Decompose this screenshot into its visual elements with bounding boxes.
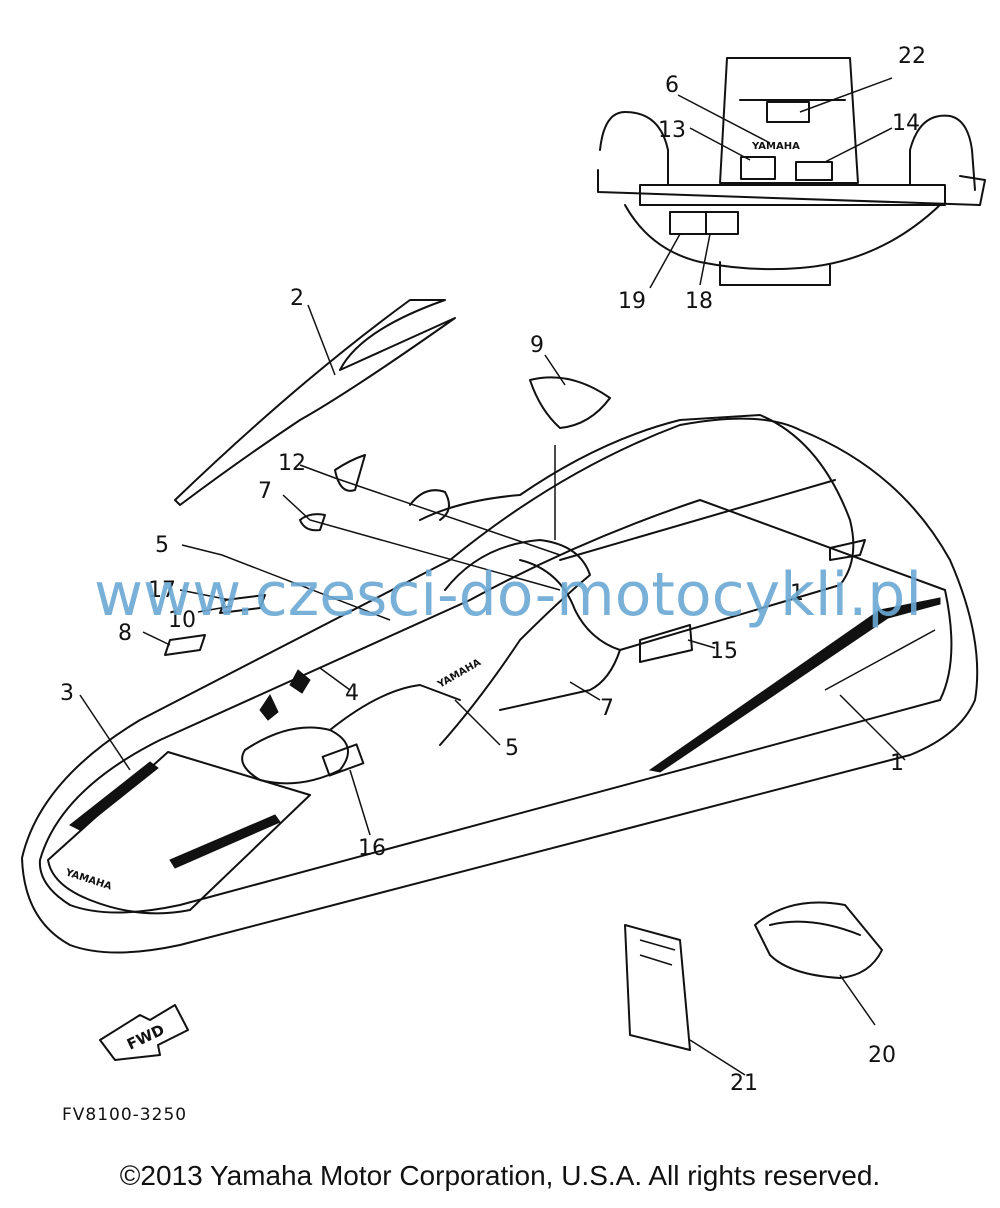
bow-yamaha-decal: YAMAHA — [63, 867, 113, 893]
callout-1b: 1 — [890, 751, 904, 776]
callout-13: 13 — [658, 118, 686, 143]
callout-22: 22 — [898, 44, 926, 69]
engine-yamaha-decal: YAMAHA — [751, 141, 800, 152]
callout-4: 4 — [345, 681, 359, 706]
callout-17: 17 — [148, 578, 176, 603]
leader-lines — [79, 77, 906, 1076]
callout-10: 10 — [168, 608, 196, 633]
callout-5a: 5 — [155, 533, 169, 558]
engine-inset: YAMAHA — [597, 57, 986, 286]
callout-7b: 7 — [600, 696, 614, 721]
callout-15: 15 — [710, 639, 738, 664]
callout-20: 20 — [868, 1043, 896, 1068]
callout-2: 2 — [290, 286, 304, 311]
callout-1a: 1 — [790, 581, 804, 606]
callout-21: 21 — [730, 1071, 758, 1096]
callout-5b: 5 — [505, 736, 519, 761]
callout-14: 14 — [892, 111, 920, 136]
deck-stripe — [174, 299, 456, 506]
callout-3: 3 — [60, 681, 74, 706]
callout-12: 12 — [278, 451, 306, 476]
callout-9: 9 — [530, 333, 544, 358]
callout-8: 8 — [118, 621, 132, 646]
copyright-notice: ©2013 Yamaha Motor Corporation, U.S.A. A… — [119, 1160, 881, 1191]
callout-7a: 7 — [258, 479, 272, 504]
side-yamaha-decal: YAMAHA — [435, 657, 483, 691]
fwd-arrow: FWD — [99, 1004, 189, 1061]
callout-6: 6 — [665, 73, 679, 98]
accessories: FWD — [99, 901, 883, 1061]
fwd-label: FWD — [124, 1021, 167, 1054]
diagram-code: FV8100-3250 — [62, 1105, 187, 1125]
callout-18: 18 — [685, 289, 713, 314]
watercraft-hull: YAMAHA YAMAHA — [21, 376, 979, 954]
callout-16: 16 — [358, 836, 386, 861]
callout-numbers: 1 1 2 3 4 5 5 6 7 7 8 9 10 12 13 14 15 1… — [60, 44, 926, 1096]
callout-19: 19 — [618, 289, 646, 314]
